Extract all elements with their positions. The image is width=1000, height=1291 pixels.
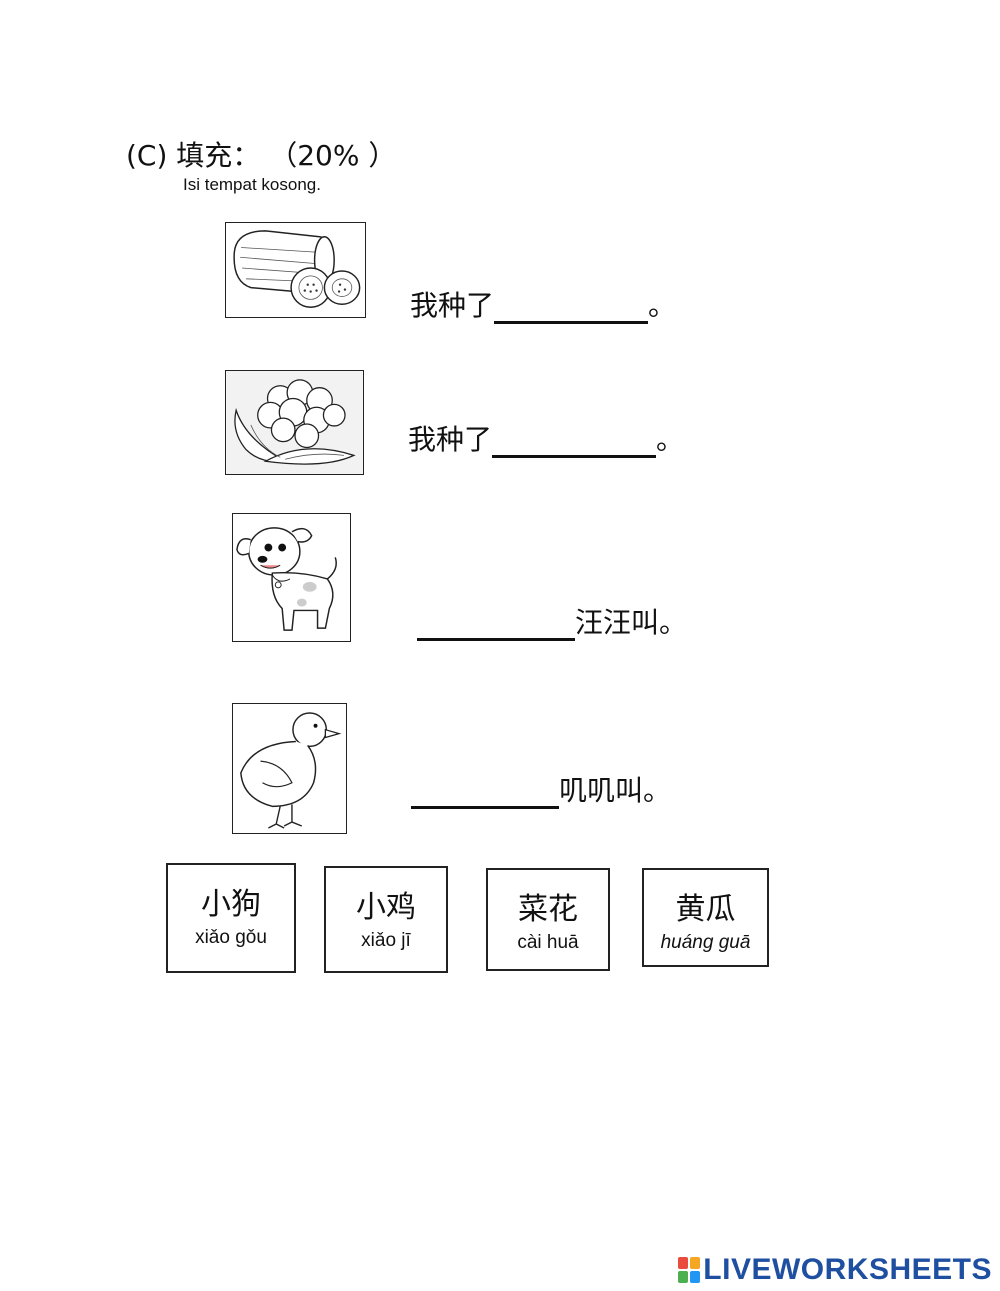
question-2-blank[interactable]: [492, 429, 657, 458]
question-1-prefix: 我种了: [410, 289, 495, 322]
question-1-suffix: 。: [648, 289, 677, 322]
word-card-pinyin: huáng guā: [660, 932, 751, 953]
question-3-blank[interactable]: [417, 612, 575, 641]
word-card-hanzi: 菜花: [518, 892, 578, 927]
word-card-pinyin: xiǎo gǒu: [195, 927, 267, 948]
word-card-pinyin: cài huā: [517, 932, 579, 953]
word-card-hanzi: 黄瓜: [675, 892, 736, 927]
liveworksheets-logo-icon: [678, 1257, 701, 1283]
question-2-suffix: 。: [656, 423, 685, 456]
chick-picture: [232, 703, 347, 834]
word-card-xiaogou[interactable]: 小狗 xiǎo gǒu: [166, 863, 296, 973]
cucumber-picture: [225, 222, 366, 318]
question-3-sentence: 汪汪叫。: [417, 601, 687, 641]
question-4-suffix: 叽叽叫。: [559, 774, 672, 807]
question-4-blank[interactable]: [411, 780, 559, 809]
question-1-blank[interactable]: [494, 295, 649, 324]
cucumber-icon: [233, 230, 361, 308]
question-1-sentence: 我种了 。: [410, 284, 676, 324]
section-subtitle: Isi tempat kosong.: [183, 175, 321, 194]
word-card-hanzi: 小鸡: [356, 890, 416, 925]
word-card-caihua[interactable]: 菜花 cài huā: [486, 868, 610, 971]
cauliflower-icon: [226, 371, 363, 474]
liveworksheets-logo: LIVEWORKSHEETS: [678, 1253, 992, 1287]
logo-text: LIVEWORKSHEETS: [703, 1253, 992, 1286]
question-4-sentence: 叽叽叫。: [411, 769, 671, 809]
question-2-sentence: 我种了 。: [408, 418, 684, 458]
question-2-prefix: 我种了: [408, 423, 493, 456]
dog-picture: [232, 513, 351, 642]
cauliflower-picture: [225, 370, 364, 475]
chick-icon: [240, 712, 342, 829]
word-card-xiaoji[interactable]: 小鸡 xiǎo jī: [324, 866, 448, 973]
section-title: (C) 填充： （20% ）: [126, 139, 397, 172]
word-card-pinyin: xiǎo jī: [361, 930, 411, 951]
word-card-hanzi: 小狗: [201, 887, 261, 922]
word-card-huanggua[interactable]: 黄瓜 huáng guā: [642, 868, 769, 967]
question-3-suffix: 汪汪叫。: [575, 606, 688, 639]
dog-icon: [236, 527, 337, 631]
